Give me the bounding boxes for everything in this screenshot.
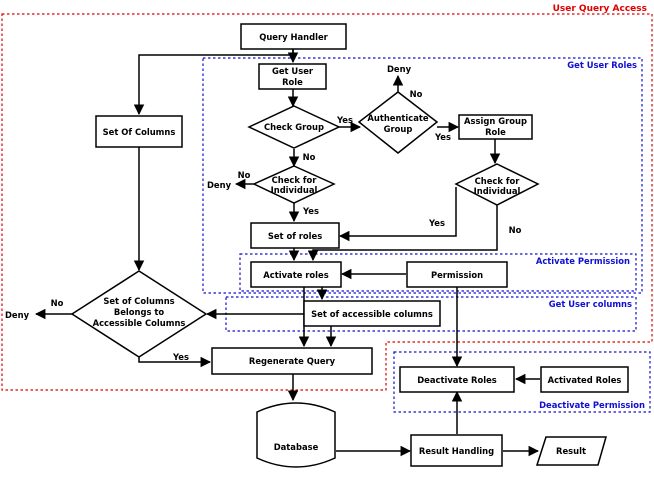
check-individual-left-line-2: Individual [271, 185, 318, 195]
node-columns-belong: Set of Columns Belongs to Accessible Col… [70, 270, 208, 358]
activate-roles-label: Activate roles [263, 270, 328, 280]
region-activate-permission-label: Activate Permission [536, 256, 630, 266]
result-handling-label: Result Handling [419, 446, 494, 456]
deny-left-label: Deny [5, 310, 30, 320]
regenerate-query-label: Regenerate Query [249, 356, 336, 366]
edge-checkright-to-setofroles [338, 187, 457, 242]
no-individual-right-label: No [509, 225, 522, 235]
set-of-roles-label: Set of roles [268, 231, 322, 241]
permission-label: Permission [431, 270, 483, 280]
deny-mid-label: Deny [207, 180, 232, 190]
node-assign-group-role: Assign Group Role [458, 114, 533, 140]
node-activated-roles: Activated Roles [540, 366, 629, 393]
query-handler-label: Query Handler [259, 32, 328, 42]
deny-top-label: Deny [387, 64, 412, 74]
node-get-user-role: Get User Role [258, 63, 327, 90]
node-activate-roles: Activate roles [250, 261, 342, 288]
node-database: Database [256, 402, 336, 468]
no-check-group-label: No [303, 152, 316, 162]
region-get-user-columns-label: Get User columns [549, 299, 632, 309]
region-get-user-roles-label: Get User Roles [567, 60, 637, 70]
get-user-role-line-2: Role [282, 77, 303, 87]
edges [34, 49, 540, 457]
no-columns-label: No [51, 298, 64, 308]
columns-belong-line-2: Belongs to [114, 307, 165, 317]
region-get-user-roles: Get User Roles [202, 57, 643, 294]
result-label: Result [556, 446, 586, 456]
node-result-handling: Result Handling [410, 434, 503, 467]
assign-group-role-line-1: Assign Group [464, 116, 527, 126]
assign-group-role-line-2: Role [485, 127, 506, 137]
node-query-handler: Query Handler [240, 23, 347, 50]
deactivate-roles-label: Deactivate Roles [417, 375, 497, 385]
activated-roles-label: Activated Roles [548, 375, 622, 385]
region-user-query-access: User Query Access [1, 4, 653, 391]
check-individual-right-line-2: Individual [474, 186, 521, 196]
columns-belong-line-3: Accessible Columns [93, 318, 186, 328]
node-set-of-roles: Set of roles [250, 222, 340, 249]
set-accessible-columns-label: Set of accessible columns [311, 309, 433, 319]
database-label: Database [274, 442, 319, 452]
node-regenerate-query: Regenerate Query [211, 347, 373, 375]
node-set-accessible-columns: Set of accessible columns [303, 300, 441, 327]
node-set-of-columns: Set Of Columns [95, 115, 183, 148]
set-of-columns-label: Set Of Columns [103, 127, 176, 137]
region-user-query-access-label: User Query Access [553, 4, 647, 14]
node-result: Result [535, 436, 607, 466]
authenticate-group-line-2: Group [384, 124, 413, 134]
node-check-individual-left: Check for Individual [252, 165, 336, 204]
authenticate-group-line-1: Authenticate [367, 113, 429, 123]
edge-belongs-to-regenerate [138, 356, 212, 368]
yes-check-group-label: Yes [336, 115, 353, 125]
yes-individual-right-label: Yes [428, 218, 445, 228]
check-group-label: Check Group [264, 122, 324, 132]
yes-columns-label: Yes [172, 352, 189, 362]
columns-belong-line-1: Set of Columns [103, 296, 174, 306]
no-auth-label: No [410, 89, 423, 99]
edge-query-to-setofcolumns [133, 49, 294, 116]
edge-checkright-to-activateroles [307, 205, 498, 262]
no-individual-left-label: No [238, 170, 251, 180]
get-user-role-line-1: Get User [272, 66, 314, 76]
region-deactivate-permission: Deactivate Permission [393, 351, 651, 413]
edge-labels: Deny Deny Deny Yes Yes No No No Yes Yes … [5, 64, 522, 362]
node-authenticate-group: Authenticate Group [357, 91, 439, 154]
yes-auth-label: Yes [434, 132, 451, 142]
yes-individual-left-label: Yes [302, 206, 319, 216]
check-individual-left-line-1: Check for [272, 175, 318, 185]
region-activate-permission: Activate Permission [239, 253, 637, 292]
node-permission: Permission [406, 261, 508, 288]
check-individual-right-line-1: Check for [475, 176, 521, 186]
node-check-individual-right: Check for Individual [454, 163, 540, 206]
region-deactivate-permission-label: Deactivate Permission [539, 400, 645, 410]
node-deactivate-roles: Deactivate Roles [399, 366, 515, 393]
node-check-group: Check Group [247, 105, 341, 149]
